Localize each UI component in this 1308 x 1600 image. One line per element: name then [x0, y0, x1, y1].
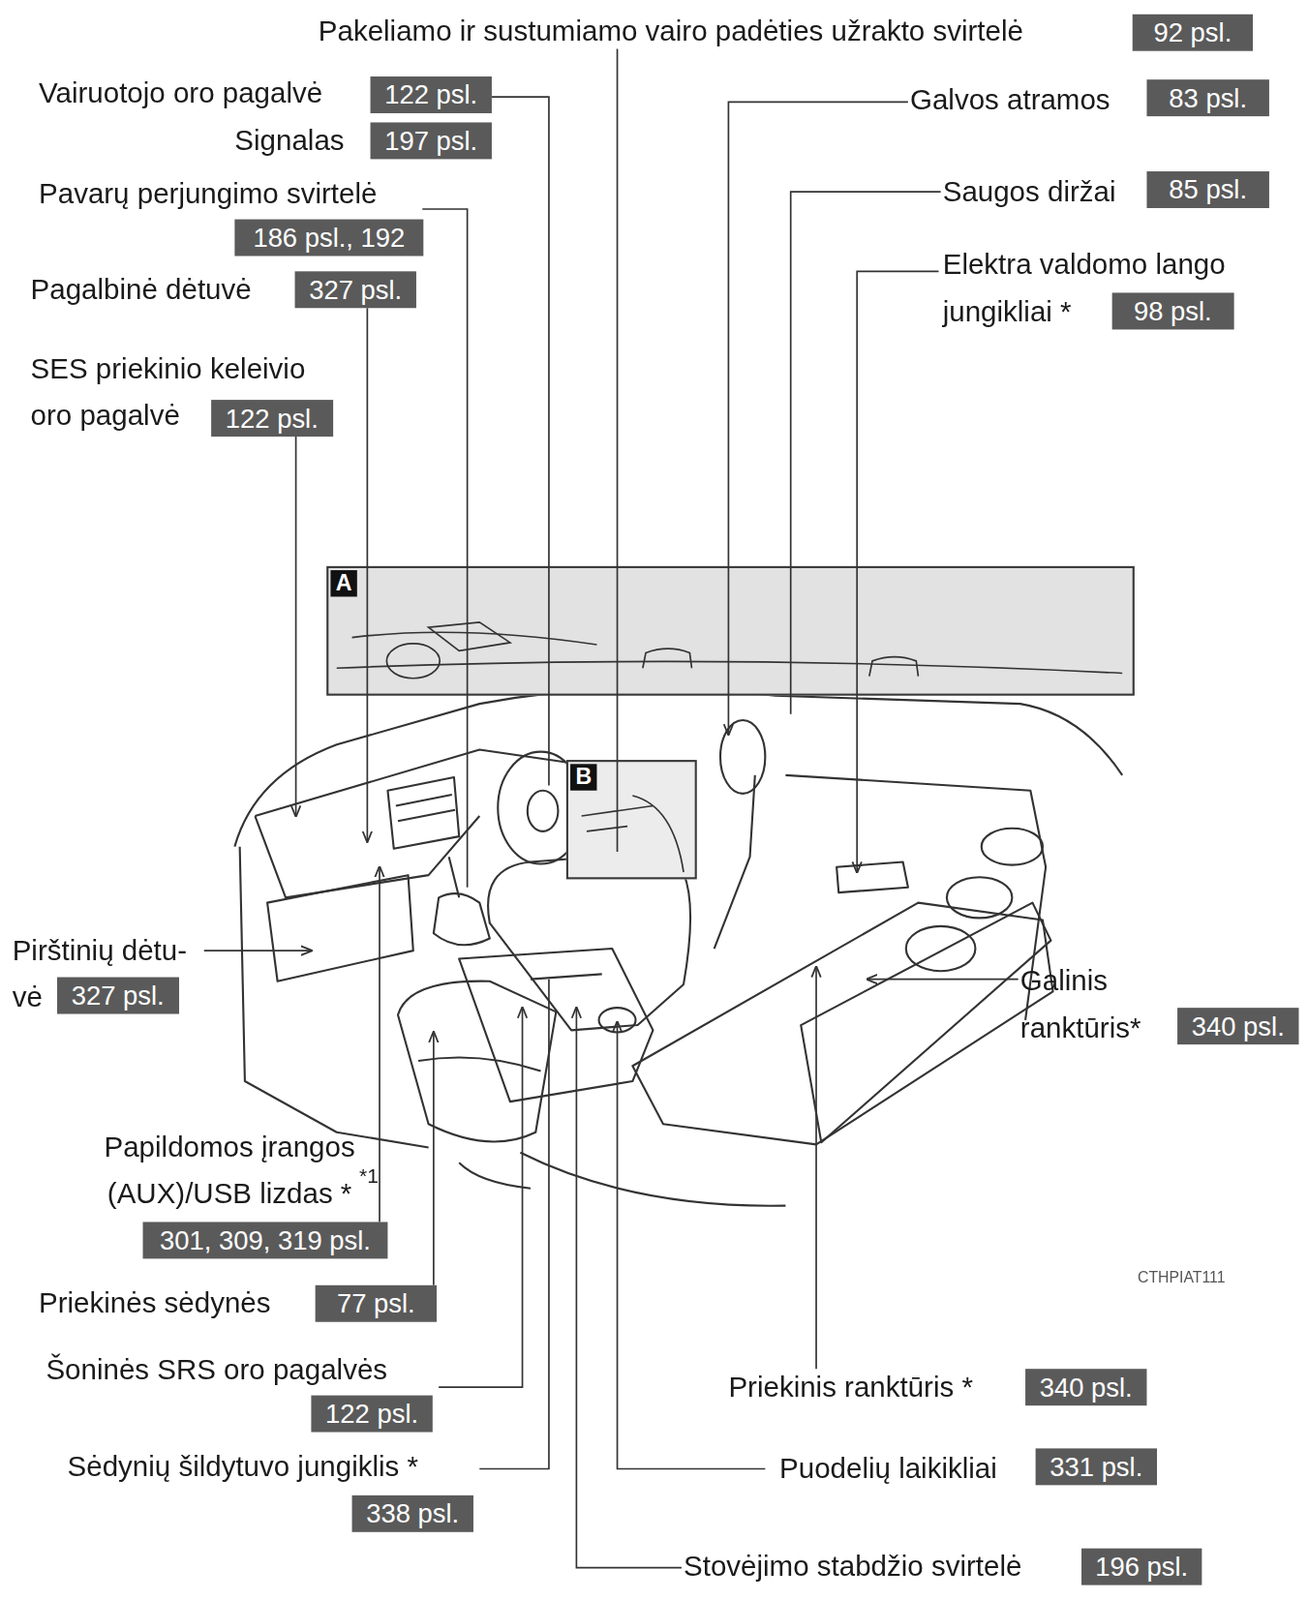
steering-hub — [527, 790, 559, 832]
leader-line — [295, 433, 298, 817]
leader-line — [479, 979, 549, 1470]
page-number: 122 psl. — [310, 1396, 432, 1433]
callout-text: Priekinės sėdynės — [38, 1285, 271, 1323]
rear-headrest — [946, 877, 1012, 918]
page-number: 83 psl. — [1146, 79, 1269, 117]
leader-line — [422, 209, 467, 888]
page-number: 197 psl. — [370, 121, 492, 159]
leader-line — [616, 49, 619, 852]
page-number: 301, 309, 319 psl. — [143, 1221, 389, 1259]
page-number: 122 psl. — [370, 76, 492, 114]
rear-headrest — [906, 926, 976, 972]
center-console — [458, 948, 653, 1102]
callout-text: Saugos diržai — [942, 173, 1117, 211]
callout-text: Signalas — [234, 121, 344, 159]
cup-holder — [599, 1007, 637, 1033]
page-number: 92 psl. — [1132, 14, 1253, 52]
inset-letter: A — [330, 570, 357, 597]
inset-box: B — [566, 760, 698, 880]
passenger-seat — [397, 981, 556, 1143]
callout-text: Pavarų perjungimo svirtelė — [38, 175, 377, 213]
rear-armrest — [800, 903, 1051, 1144]
callout-text: Sėdynių šildytuvo jungiklis * — [67, 1448, 419, 1486]
leader-line — [576, 1007, 682, 1569]
callout-text: Pakeliamo ir sustumiamo vairo padėties u… — [318, 13, 1024, 51]
floor — [458, 1153, 786, 1207]
callout-text: Vairuotojo oro pagalvė — [38, 75, 323, 113]
callout-text: Priekinis ranktūris * — [728, 1368, 974, 1406]
gear-lever — [433, 856, 490, 945]
glove-box — [267, 875, 414, 982]
leader-line — [815, 967, 818, 1369]
callout-text: Papildomos įrangos (AUX)/USB lizdas * — [60, 1124, 398, 1218]
rear-headrest — [981, 828, 1043, 866]
leader-line — [378, 867, 381, 1223]
leader-line — [432, 1032, 435, 1285]
callout-text: Puodelių laikikliai — [779, 1451, 998, 1489]
page-number: 327 psl. — [295, 271, 417, 308]
seat-belt — [714, 775, 756, 949]
page-number: 122 psl. — [211, 399, 333, 437]
head-restraint — [720, 720, 765, 794]
page-number: 338 psl. — [352, 1495, 474, 1533]
page-number: 77 psl. — [315, 1285, 437, 1323]
leader-line — [438, 1007, 522, 1388]
leader-line — [867, 978, 1019, 981]
left-sill — [240, 847, 429, 1149]
page-number: 186 psl., 192 — [234, 219, 424, 257]
window-switch-panel — [836, 861, 909, 893]
leader-line — [204, 949, 312, 952]
leader-lines — [204, 49, 1019, 1569]
page-number: 340 psl. — [1025, 1368, 1147, 1406]
page-number: 85 psl. — [1146, 171, 1269, 209]
rear-seat — [632, 903, 1053, 1146]
center-vents — [387, 777, 459, 850]
page-number: 340 psl. — [1177, 1007, 1299, 1045]
callout-text: Galinis ranktūris* — [1020, 958, 1174, 1053]
page-number: 196 psl. — [1081, 1549, 1202, 1586]
page-number: 98 psl. — [1112, 292, 1234, 330]
inset-letter: B — [570, 763, 597, 791]
inset-box: A — [326, 566, 1135, 697]
callout-text: Pagalbinė dėtuvė — [30, 271, 252, 308]
car-interior — [234, 688, 1123, 1206]
door-opening — [785, 775, 1046, 1021]
callout-text: Stovėjimo stabdžio svirtelė — [683, 1549, 1022, 1586]
page-number: 327 psl. — [57, 977, 179, 1015]
callout-text: Šoninės SRS oro pagalvės — [45, 1351, 388, 1389]
figure-code: CTHPIAT111 — [1137, 1268, 1225, 1287]
page-number: 331 psl. — [1035, 1448, 1157, 1486]
footnote-mark: *1 — [359, 1164, 379, 1187]
callout-text: Galvos atramos — [910, 81, 1111, 119]
dashboard — [254, 750, 572, 899]
